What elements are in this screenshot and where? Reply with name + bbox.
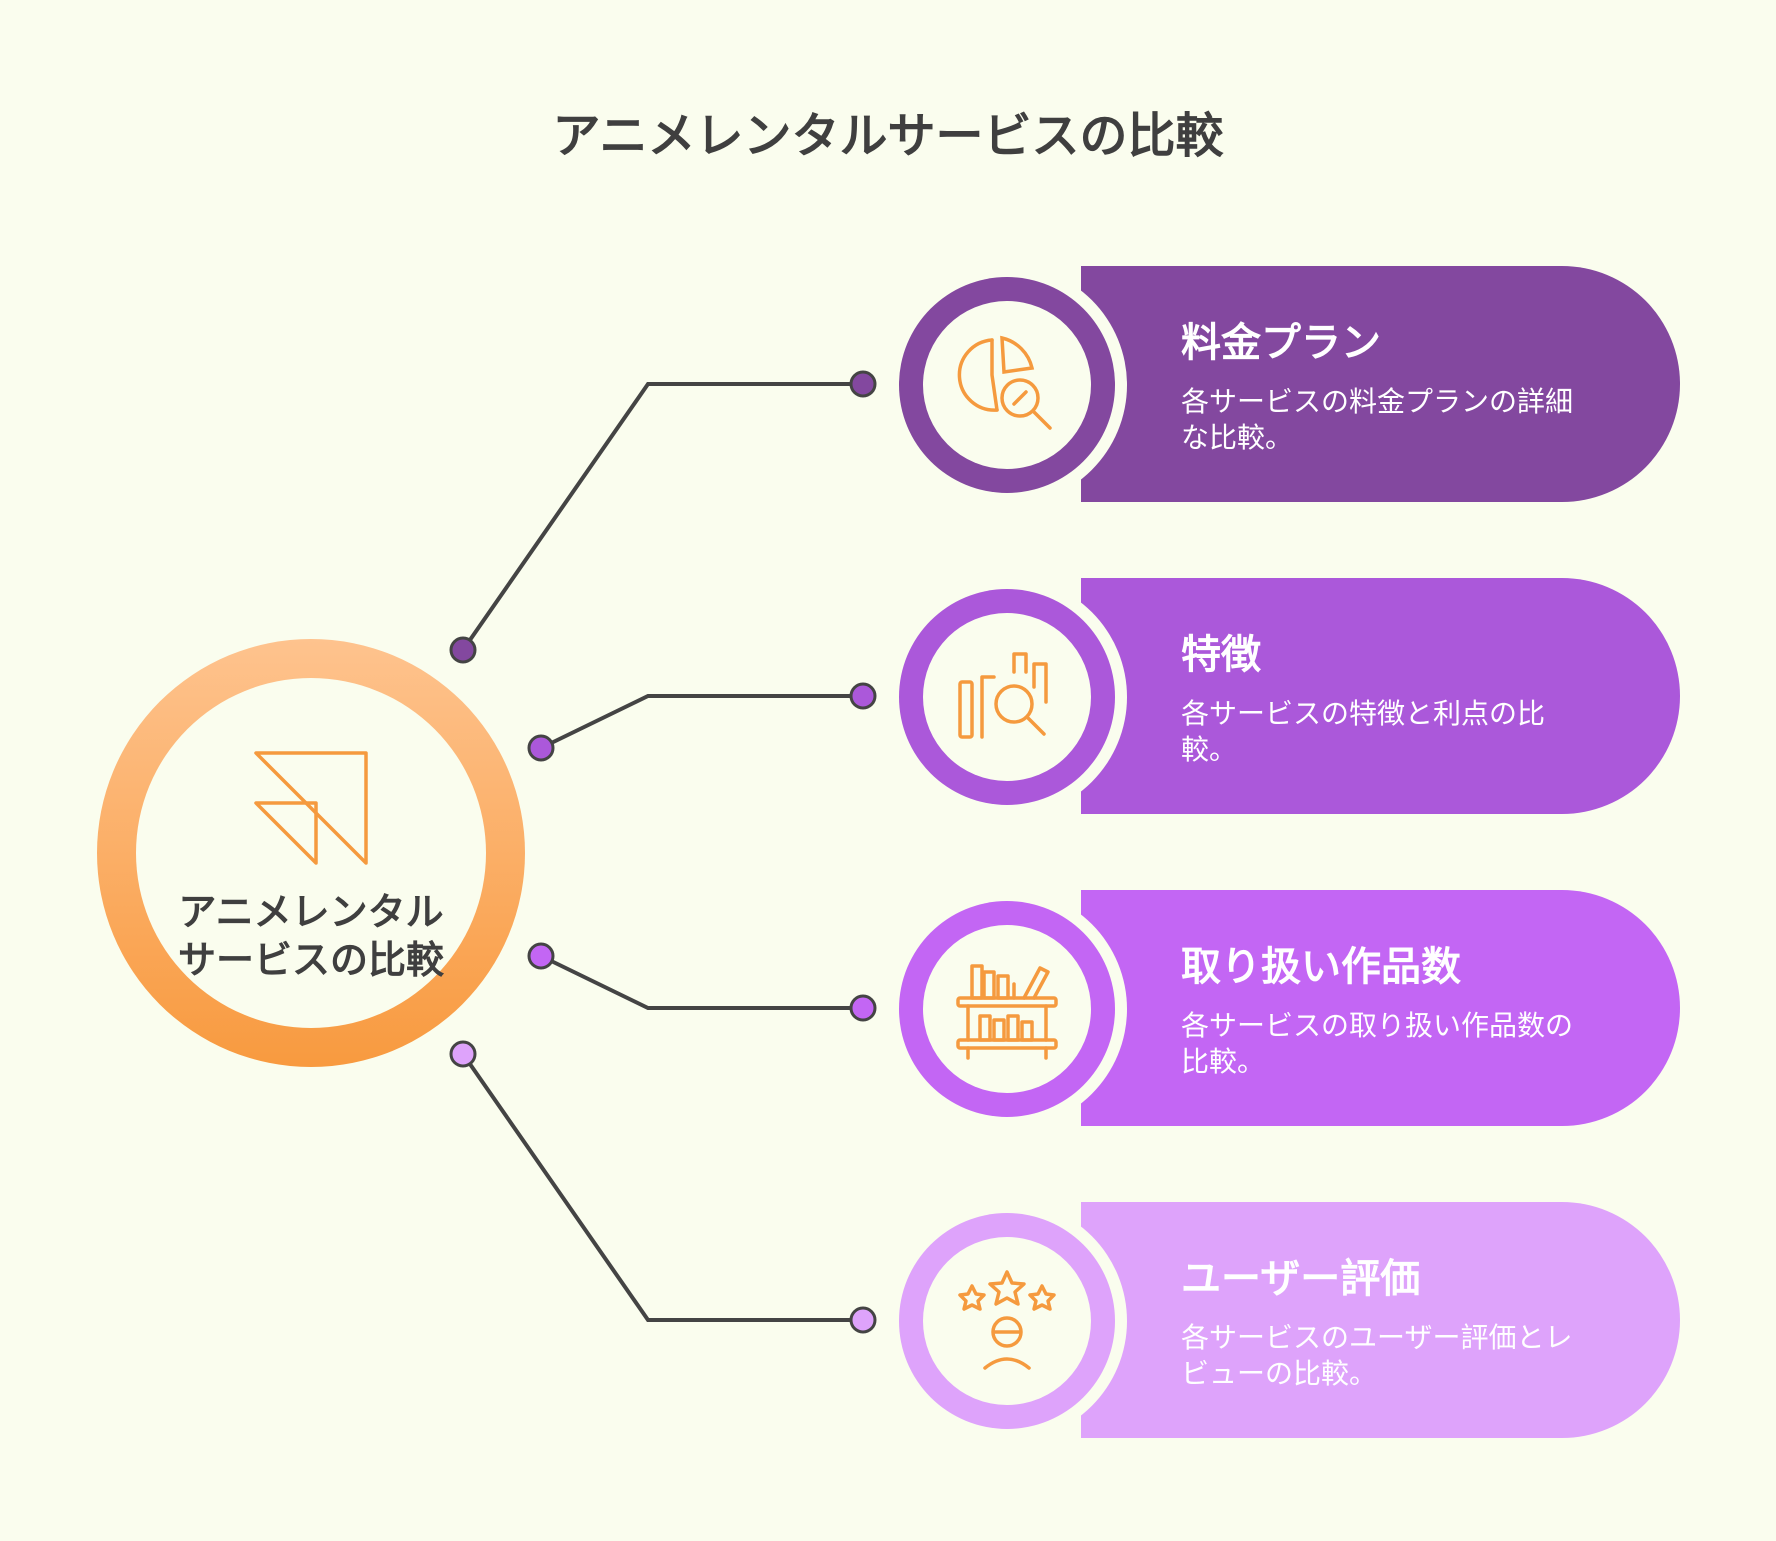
bookshelf-icon xyxy=(956,964,1058,1060)
connector-dot-4b xyxy=(849,1306,877,1334)
connector-1 xyxy=(461,382,863,652)
connector-dot-3a xyxy=(527,942,555,970)
hub-label-line1: アニメレンタル xyxy=(178,890,444,934)
connector-dot-1b xyxy=(849,370,877,398)
item-ring-features xyxy=(887,577,1127,817)
connector-dot-3b xyxy=(849,994,877,1022)
connector-dot-2a xyxy=(527,734,555,762)
central-hub: アニメレンタル サービスの比較 xyxy=(97,639,525,1067)
item-card-catalog xyxy=(1081,890,1680,1126)
hub-label-line2: サービスの比較 xyxy=(177,938,444,982)
item-ring-user-rating xyxy=(887,1201,1127,1441)
connector-4 xyxy=(461,1052,863,1322)
item-card-features xyxy=(1081,578,1680,814)
item-desc-user-rating: 各サービスのユーザー評価とレビューの比較。 xyxy=(1181,1321,1573,1390)
diagram-title: アニメレンタルサービスの比較 xyxy=(552,108,1224,164)
hub-label: アニメレンタル サービスの比較 xyxy=(136,888,486,984)
connector-dot-2b xyxy=(849,682,877,710)
connector-dot-1a xyxy=(449,636,477,664)
bar-chart-magnifier-icon xyxy=(958,652,1048,739)
item-title-user-rating: ユーザー評価 xyxy=(1181,1256,1421,1302)
item-card-pricing xyxy=(1081,266,1680,502)
connector-3 xyxy=(540,954,863,1010)
item-desc-features: 各サービスの特徴と利点の比較。 xyxy=(1181,697,1546,766)
item-title-features: 特徴 xyxy=(1181,632,1261,678)
item-desc-pricing: 各サービスの料金プランの詳細な比較。 xyxy=(1181,385,1574,454)
item-ring-pricing xyxy=(887,265,1127,505)
item-card-user-rating xyxy=(1081,1202,1680,1438)
item-title-catalog: 取り扱い作品数 xyxy=(1181,944,1461,990)
item-desc-catalog: 各サービスの取り扱い作品数の比較。 xyxy=(1181,1009,1574,1078)
user-stars-rating-icon xyxy=(958,1270,1056,1370)
connector-dot-4a xyxy=(449,1040,477,1068)
item-ring-catalog xyxy=(887,889,1127,1129)
double-triangle-arrow-icon xyxy=(254,751,368,865)
item-title-pricing: 料金プラン xyxy=(1181,320,1381,366)
pie-chart-magnifier-icon xyxy=(957,335,1052,430)
connector-2 xyxy=(540,694,863,750)
